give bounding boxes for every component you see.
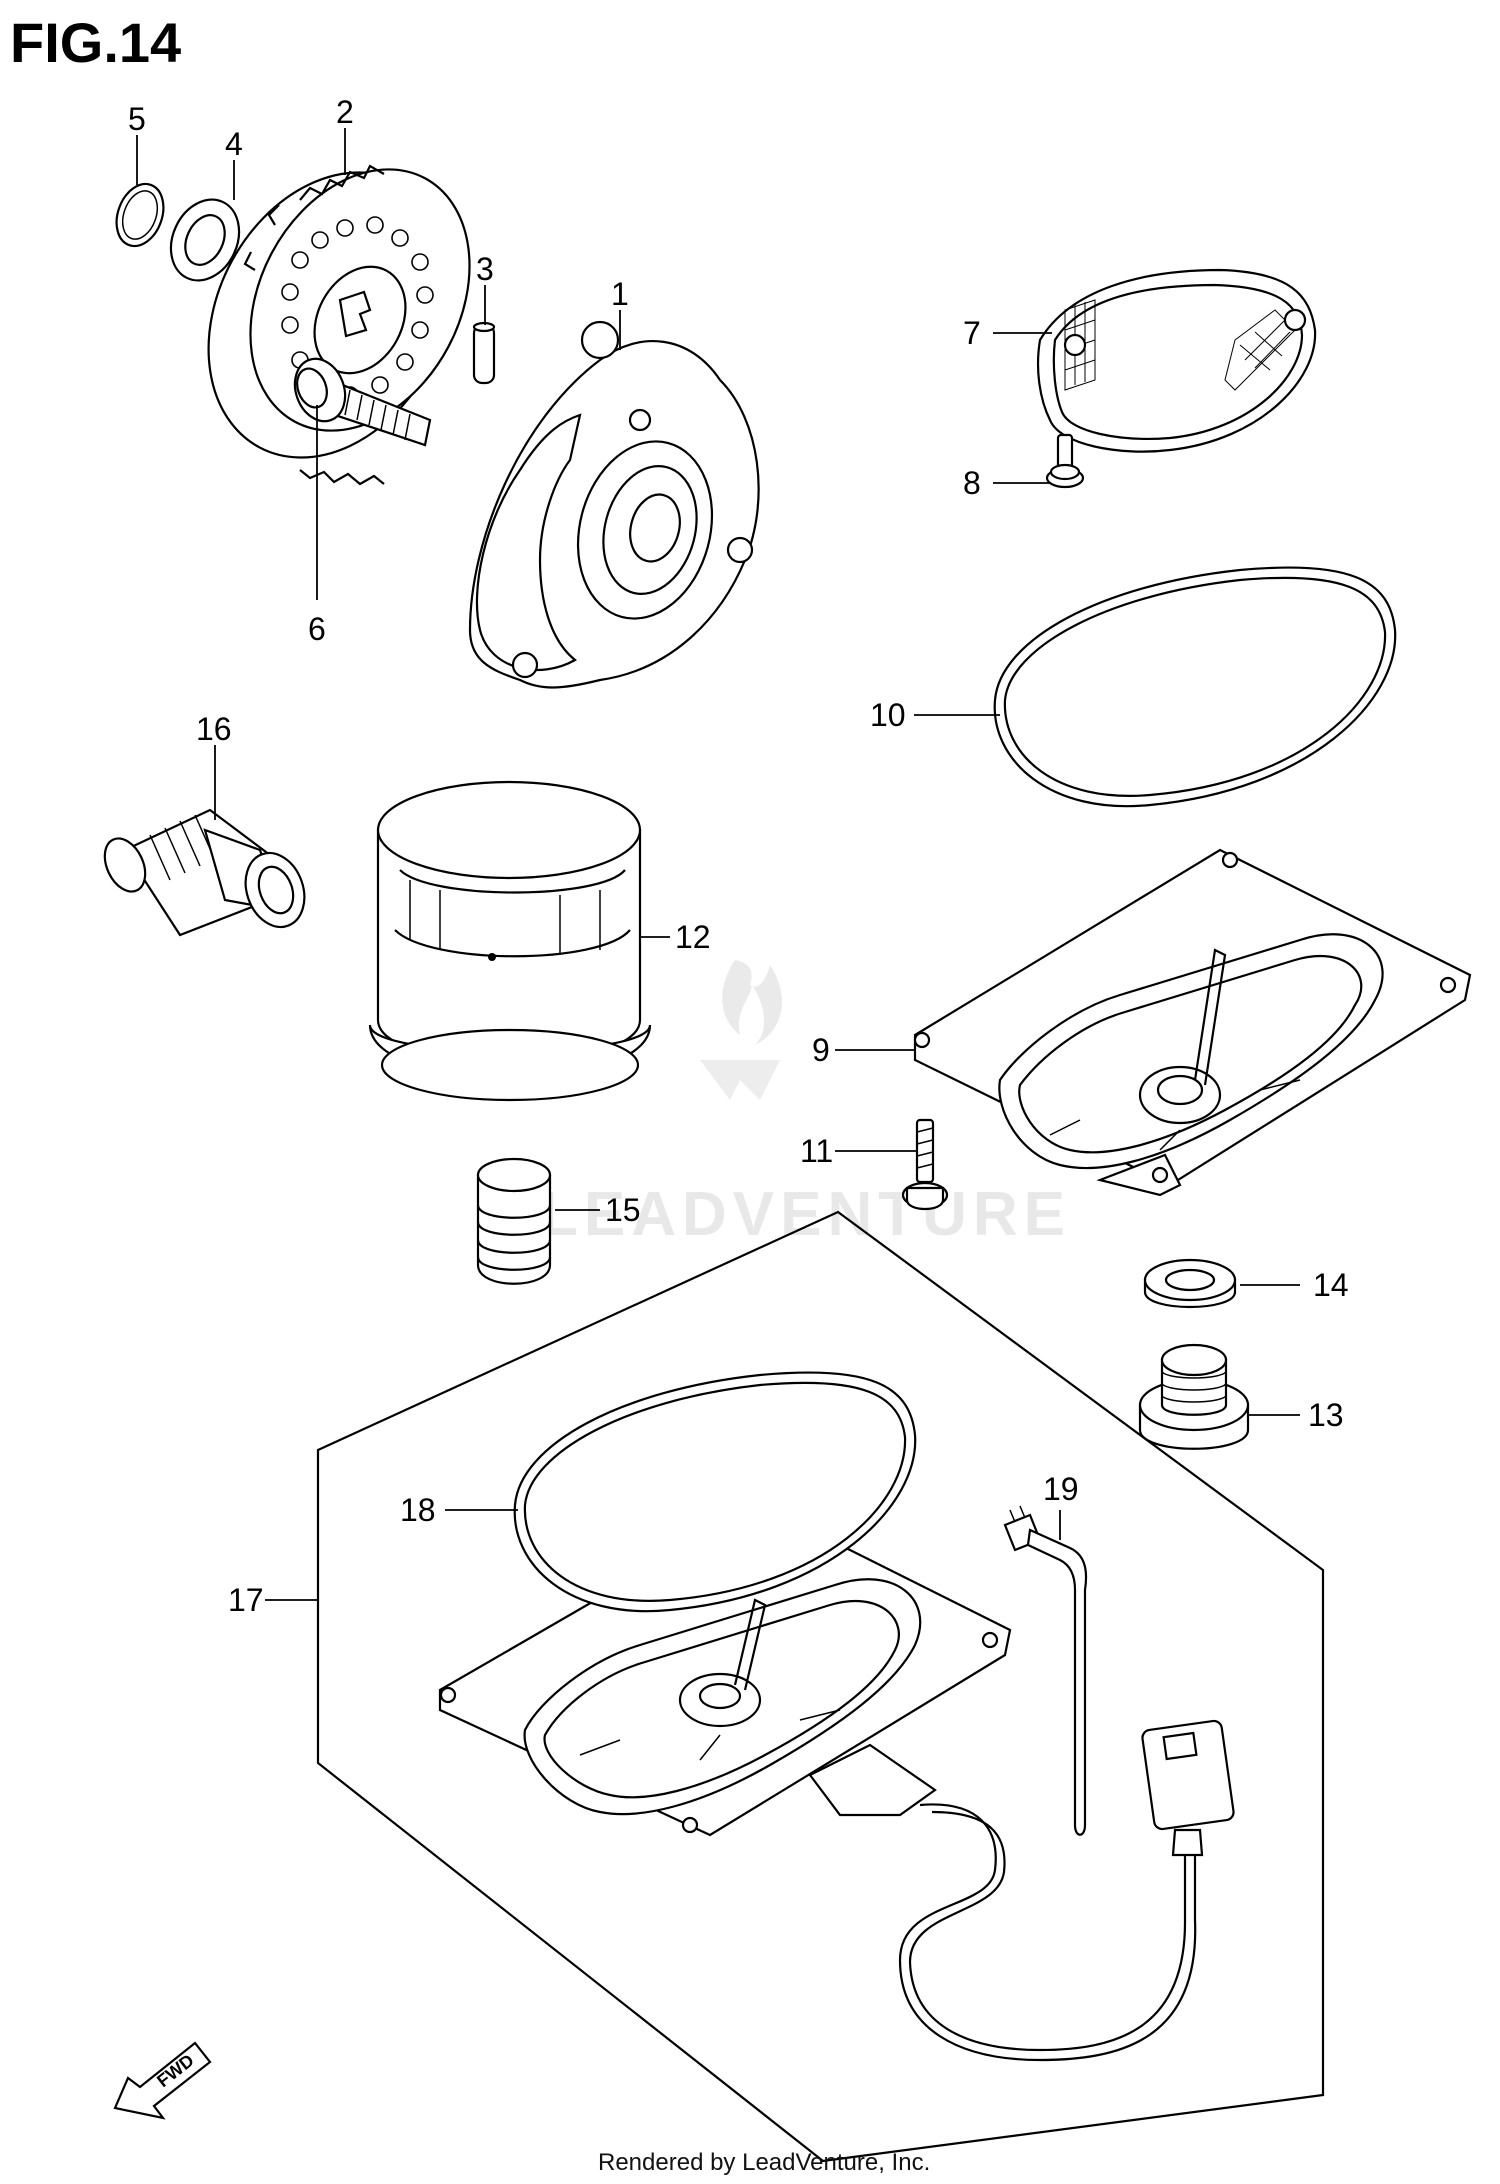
callout-numbers: 5 4 2 3 1 6 7 8 10 16 12 9 11 15 14 13 1…: [128, 94, 1349, 1618]
part-2-oil-pump-gear: [207, 164, 471, 486]
callout-5: 5: [128, 101, 146, 137]
part-3-dowel-pin: [472, 321, 496, 385]
part-16-oil-pressure-switch: [103, 808, 306, 937]
callout-7: 7: [963, 315, 981, 351]
part-8-bolt: [1045, 433, 1085, 489]
callout-9: 9: [812, 1032, 830, 1068]
callout-14: 14: [1313, 1267, 1349, 1303]
callout-10: 10: [870, 697, 906, 733]
part-7-oil-strainer: [1036, 268, 1317, 453]
watermark: LEADVENTURE: [540, 960, 1071, 1249]
figure-title: FIG.14: [10, 11, 181, 74]
part-17-oil-pan-assembly: [316, 1210, 1325, 2163]
part-14-gasket: [1143, 1258, 1237, 1309]
part-11-bolt: [901, 1118, 949, 1211]
part-12-oil-filter: [368, 780, 652, 1102]
watermark-text: LEADVENTURE: [540, 1180, 1071, 1249]
part-15-filter-element: [476, 1157, 552, 1285]
callout-13: 13: [1308, 1397, 1344, 1433]
part-10-o-ring: [993, 566, 1397, 808]
fwd-arrow-icon: FWD: [113, 2041, 212, 2120]
callout-11: 11: [800, 1133, 833, 1169]
footer-credit: Rendered by LeadVenture, Inc.: [598, 2149, 930, 2176]
callout-8: 8: [963, 465, 981, 501]
part-19-sensor-lead: [1003, 1505, 1088, 1836]
callout-15: 15: [605, 1192, 641, 1228]
callout-17: 17: [228, 1582, 264, 1618]
callout-16: 16: [196, 711, 232, 747]
part-13-drain-plug: [1138, 1343, 1250, 1450]
callout-6: 6: [308, 611, 326, 647]
callout-4: 4: [225, 126, 243, 162]
callout-19: 19: [1043, 1471, 1079, 1507]
callout-12: 12: [675, 919, 711, 955]
part-1-oil-pump: [468, 320, 760, 689]
part-9-oil-pan: [913, 848, 1472, 1197]
part-5-circlip: [115, 182, 165, 248]
part-4-washer: [169, 198, 241, 282]
part-18-o-ring: [513, 1371, 917, 1613]
part-6-bolt: [293, 357, 432, 447]
callout-3: 3: [476, 251, 494, 287]
callout-18: 18: [400, 1492, 436, 1528]
callout-1: 1: [611, 276, 629, 312]
callout-2: 2: [336, 94, 354, 130]
leader-lines: [136, 128, 1300, 1601]
